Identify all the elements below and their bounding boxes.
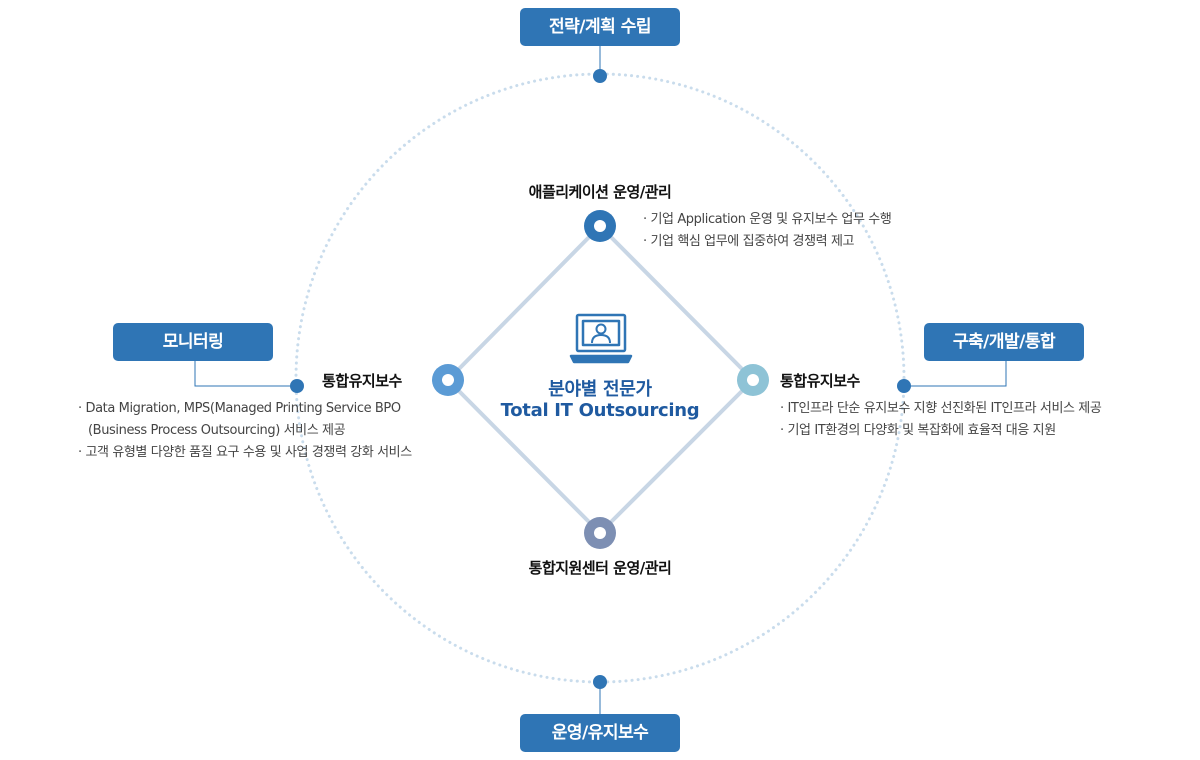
badge-strategy-planning: 전략/계획 수립	[520, 8, 680, 46]
dot-right	[897, 379, 911, 393]
node-left-title: 통합유지보수	[322, 372, 402, 390]
node-bottom-title: 통합지원센터 운영/관리	[528, 559, 672, 577]
node-right-description: · IT인프라 단순 유지보수 지향 선진화된 IT인프라 서비스 제공 · 기…	[780, 398, 1102, 442]
description-line: · 기업 Application 운영 및 유지보수 업무 수행	[643, 212, 892, 227]
badge-operation-maintenance: 운영/유지보수	[520, 714, 680, 752]
node-left-description: · Data Migration, MPS(Managed Printing S…	[78, 398, 412, 464]
connector-left	[194, 360, 297, 387]
dot-bottom	[593, 675, 607, 689]
description-line: · 고객 유형별 다양한 품질 요구 수용 및 사업 경쟁력 강화 서비스	[78, 445, 412, 460]
description-line: · 기업 IT환경의 다양화 및 복잡화에 효율적 대응 지원	[780, 423, 1056, 438]
node-top-description: · 기업 Application 운영 및 유지보수 업무 수행 · 기업 핵심…	[643, 209, 892, 253]
monitor-person-icon	[569, 313, 633, 364]
node-left-marker	[432, 364, 464, 396]
badge-build-develop-integrate: 구축/개발/통합	[924, 323, 1084, 361]
description-line: · IT인프라 단순 유지보수 지향 선진화된 IT인프라 서비스 제공	[780, 401, 1102, 416]
center-subtitle: Total IT Outsourcing	[500, 400, 700, 421]
description-line: · Data Migration, MPS(Managed Printing S…	[78, 401, 401, 416]
center-title: 분야별 전문가	[548, 379, 652, 400]
description-line: (Business Process Outsourcing) 서비스 제공	[88, 423, 346, 438]
node-top-marker	[584, 210, 616, 242]
node-top-title: 애플리케이션 운영/관리	[528, 183, 672, 201]
connector-right	[904, 360, 1007, 387]
node-right-marker	[737, 364, 769, 396]
badge-monitoring: 모니터링	[113, 323, 273, 361]
node-bottom-marker	[584, 517, 616, 549]
dot-top	[593, 69, 607, 83]
dot-left	[290, 379, 304, 393]
description-line: · 기업 핵심 업무에 집중하여 경쟁력 제고	[643, 234, 855, 249]
node-right-title: 통합유지보수	[780, 372, 860, 390]
